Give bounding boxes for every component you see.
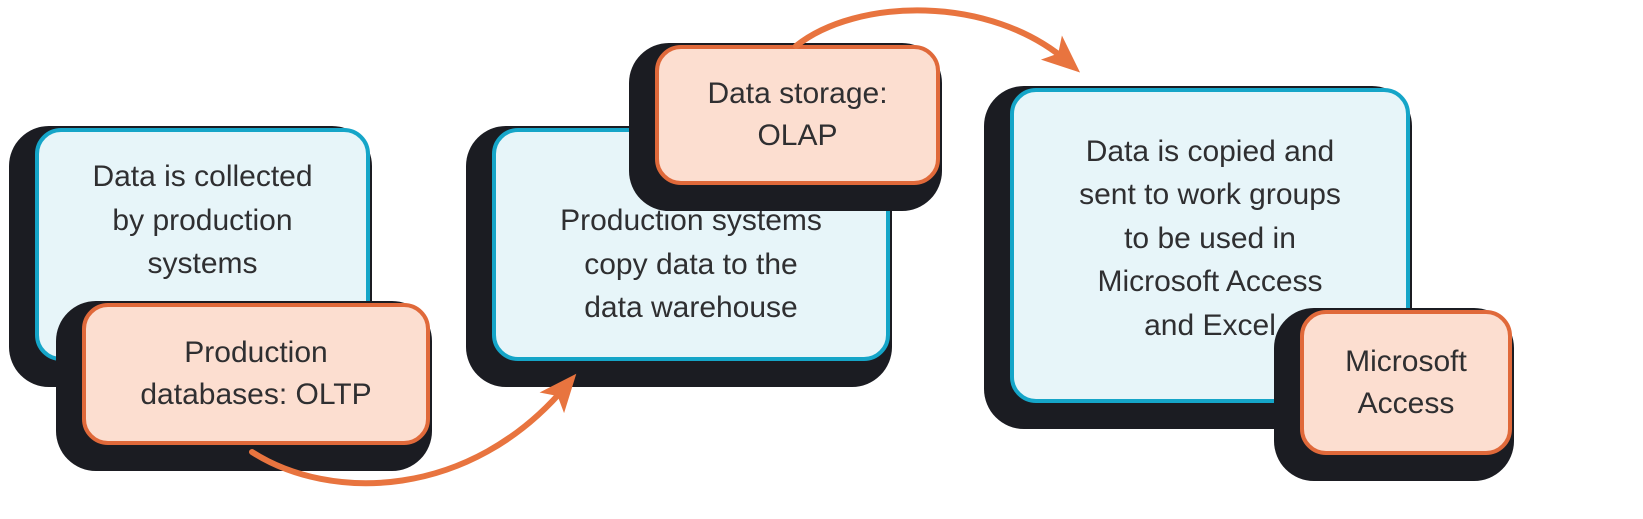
- label-box-ms-access: Microsoft Access: [1300, 310, 1512, 455]
- label-text-olap: Data storage: OLAP: [707, 77, 888, 152]
- stage-text-sent-to-workgroups: Data is copied and sent to work groups t…: [1079, 134, 1341, 342]
- label-text-ms-access: Microsoft Access: [1345, 344, 1467, 420]
- label-text-oltp: Production databases: OLTP: [140, 336, 372, 411]
- label-box-oltp: Production databases: OLTP: [82, 303, 430, 445]
- stage-text-copy-to-warehouse: Production systems copy data to the data…: [560, 204, 822, 325]
- label-box-olap: Data storage: OLAP: [655, 45, 940, 185]
- stage-text-data-collected: Data is collected by production systems: [92, 160, 313, 281]
